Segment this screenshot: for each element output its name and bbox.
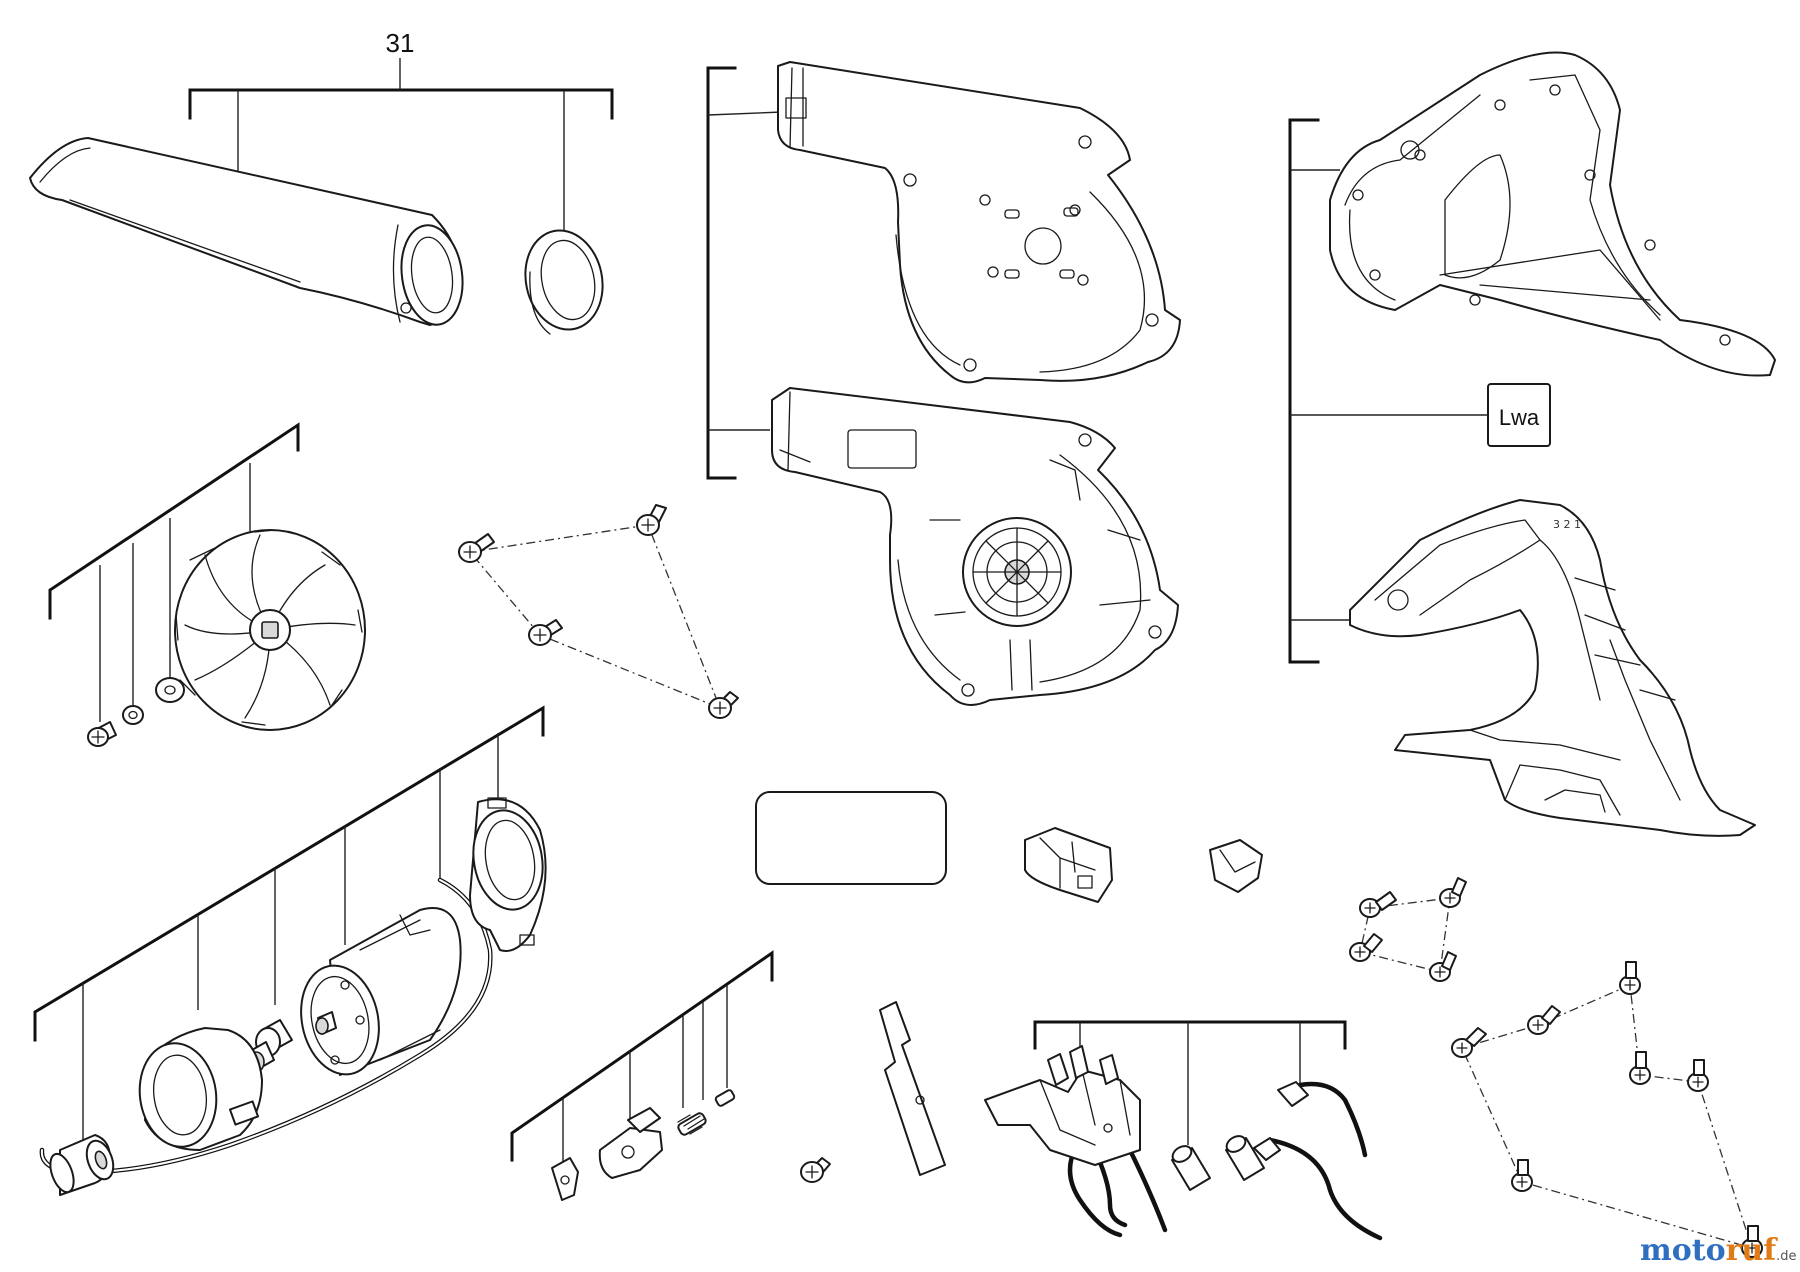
terminal-screw-3 bbox=[1349, 933, 1383, 962]
insulation-sleeve-2 bbox=[1225, 1135, 1265, 1181]
nozzle-ring bbox=[524, 229, 604, 335]
lwa-label-plate: Lwa bbox=[1487, 383, 1551, 447]
handle-screw-3 bbox=[1619, 961, 1641, 995]
wire-sleeve bbox=[49, 1134, 115, 1196]
bracket-motor bbox=[33, 705, 545, 1042]
handle-screw-2 bbox=[1527, 1005, 1561, 1035]
fan-impeller bbox=[174, 529, 366, 731]
insulation-sleeve-1 bbox=[1171, 1145, 1211, 1191]
impeller-washer-large bbox=[155, 677, 185, 703]
impeller-group bbox=[48, 422, 366, 747]
impeller-screw bbox=[87, 721, 117, 747]
wire-connector-1 bbox=[1277, 1081, 1309, 1107]
mounting-plate bbox=[879, 1001, 946, 1176]
handle-screw-6 bbox=[1511, 1159, 1533, 1192]
wire-connector-2 bbox=[1253, 1137, 1281, 1161]
motor-mount-ring bbox=[469, 797, 547, 952]
handle-screw-4 bbox=[1629, 1051, 1651, 1085]
watermark-logo: motoruf.de bbox=[1640, 1233, 1797, 1268]
nozzle-group: 31 bbox=[29, 28, 614, 335]
bracket-handle bbox=[1288, 118, 1320, 664]
housing-screw-2 bbox=[636, 504, 667, 536]
terminal-screw-2 bbox=[1439, 877, 1467, 908]
terminal-screw-4 bbox=[1429, 951, 1457, 982]
bracket-31 bbox=[188, 88, 614, 120]
motor-group bbox=[33, 705, 547, 1196]
trigger-switch-group bbox=[984, 1020, 1383, 1241]
housing-screw-3 bbox=[528, 619, 563, 646]
bracket-lock bbox=[510, 950, 774, 1162]
handle-screw-5 bbox=[1687, 1059, 1709, 1092]
lead-wire-5 bbox=[1267, 1137, 1383, 1241]
lock-spring bbox=[677, 1112, 707, 1136]
rating-label-plate bbox=[755, 791, 947, 885]
mounting-plate-screw bbox=[800, 1157, 831, 1183]
terminal-screw-1 bbox=[1359, 891, 1397, 918]
handle-screws bbox=[1451, 961, 1763, 1258]
lock-lever bbox=[598, 1107, 663, 1179]
handle-group: Lwa bbox=[1288, 51, 1776, 837]
lock-pin-small bbox=[714, 1089, 736, 1107]
handle-screw-7 bbox=[1741, 1225, 1763, 1258]
lock-button-group bbox=[510, 950, 774, 1201]
terminal-clip bbox=[1209, 839, 1263, 893]
handle-marking: 3 2 1 bbox=[1553, 518, 1581, 531]
housing-screws bbox=[458, 504, 739, 719]
impeller-washer-small bbox=[122, 705, 144, 725]
bracket-switch bbox=[1033, 1020, 1347, 1050]
housing-screw-4 bbox=[708, 691, 739, 719]
lwa-label-text: Lwa bbox=[1499, 405, 1540, 430]
blower-nozzle-tube bbox=[29, 137, 464, 326]
lead-wire-4 bbox=[1297, 1081, 1368, 1158]
callout-31: 31 bbox=[386, 28, 415, 58]
handle-right-half: 3 2 1 bbox=[1349, 499, 1756, 837]
watermark: motoruf.de bbox=[1640, 1233, 1797, 1268]
housing-group bbox=[706, 61, 1181, 706]
housing-screw-1 bbox=[458, 533, 495, 563]
battery-terminal-block bbox=[1024, 827, 1113, 903]
housing-right-half bbox=[771, 387, 1179, 706]
bracket-housing bbox=[706, 66, 737, 480]
motor-end-cap bbox=[138, 1027, 263, 1151]
handle-left-half bbox=[1329, 51, 1776, 377]
bracket-impeller bbox=[48, 422, 300, 620]
terminal-screws bbox=[1349, 877, 1467, 982]
handle-screw-1 bbox=[1451, 1027, 1487, 1058]
lock-pin bbox=[551, 1157, 579, 1201]
dc-motor bbox=[300, 907, 462, 1076]
housing-left-half bbox=[777, 61, 1181, 384]
